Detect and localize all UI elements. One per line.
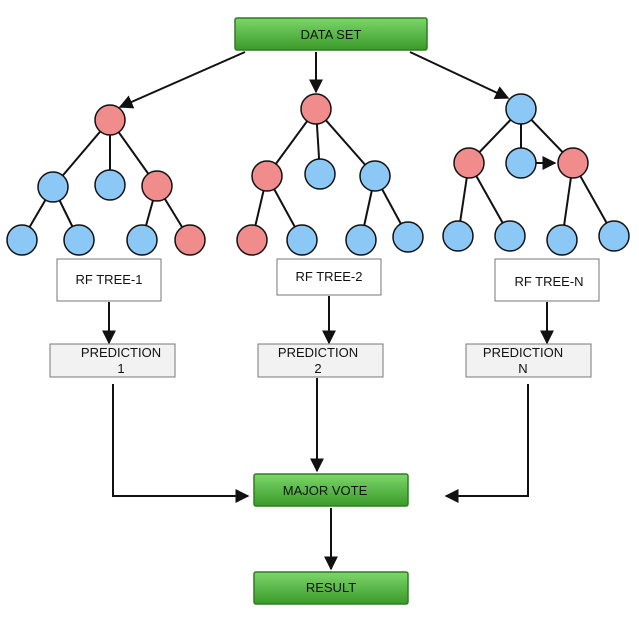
rf-tree-2-label: RF TREE-2: [296, 269, 363, 284]
prediction-2-number: 2: [314, 361, 321, 376]
dataset-box: DATA SET: [234, 17, 428, 51]
prediction-2-box: PREDICTION 2: [257, 343, 384, 378]
arrow-prediction-n-to-vote: [444, 384, 529, 503]
rf-tree-1-label: RF TREE-1: [76, 272, 143, 287]
prediction-2-title: PREDICTION: [278, 345, 358, 360]
tree-n-node: [453, 147, 485, 179]
tree-1-root-node: [94, 104, 126, 136]
tree-2-node: [304, 158, 336, 190]
arrow-dataset-to-tree-n: [409, 51, 510, 99]
arrow-prediction-1-to-vote: [112, 384, 250, 503]
tree-2-node: [359, 160, 391, 192]
arrow-dataset-to-tree-1: [118, 51, 246, 109]
tree-2-leaf-node: [286, 224, 318, 256]
tree-n-leaf-node: [598, 220, 630, 252]
rf-tree-n-box: RF TREE-N: [494, 258, 600, 302]
prediction-n-title: PREDICTION: [483, 345, 563, 360]
tree-1-leaf-node: [63, 224, 95, 256]
tree-n-leaf-node: [546, 224, 578, 256]
rf-tree-n-label: RF TREE-N: [514, 274, 583, 289]
tree-n-graph: [442, 93, 630, 256]
flow-arrows: [102, 51, 554, 571]
result-box: RESULT: [253, 571, 409, 605]
tree-2-root-node: [300, 93, 332, 125]
tree-n-node: [557, 147, 589, 179]
tree-n-root-node: [505, 93, 537, 125]
major-vote-box: MAJOR VOTE: [253, 473, 409, 507]
prediction-1-box: PREDICTION 1: [49, 343, 176, 378]
tree-n-leaf-node: [442, 220, 474, 252]
rf-tree-1-box: RF TREE-1: [56, 258, 162, 302]
tree-1-graph: [6, 104, 206, 256]
tree-n-leaf-node: [494, 220, 526, 252]
prediction-n-number: N: [518, 361, 527, 376]
result-label: RESULT: [306, 580, 356, 595]
prediction-n-box: PREDICTION N: [465, 343, 592, 378]
rf-tree-2-box: RF TREE-2: [276, 258, 382, 296]
dataset-label: DATA SET: [301, 27, 362, 42]
tree-1-node: [94, 169, 126, 201]
tree-1-node: [141, 170, 173, 202]
tree-2-leaf-node: [392, 221, 424, 253]
tree-1-leaf-node: [174, 224, 206, 256]
tree-2-graph: [236, 93, 424, 256]
tree-1-leaf-node: [6, 224, 38, 256]
tree-1-leaf-node: [126, 224, 158, 256]
prediction-1-title: PREDICTION: [81, 345, 161, 360]
tree-n-node: [505, 147, 537, 179]
tree-1-node: [37, 171, 69, 203]
tree-2-leaf-node: [236, 224, 268, 256]
tree-2-leaf-node: [345, 224, 377, 256]
prediction-1-number: 1: [117, 361, 124, 376]
tree-2-node: [251, 160, 283, 192]
major-vote-label: MAJOR VOTE: [283, 483, 368, 498]
